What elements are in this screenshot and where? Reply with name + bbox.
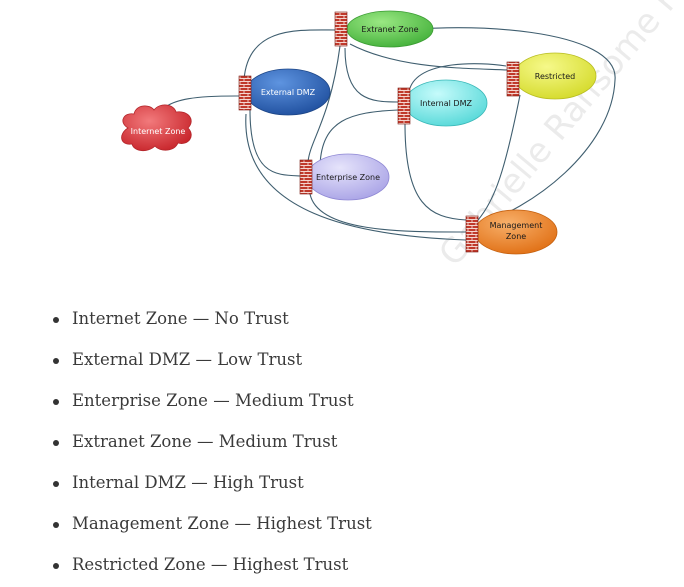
link-internaldmz-management — [404, 123, 467, 221]
firewalls — [238, 11, 520, 253]
firewall-icon — [299, 159, 313, 195]
firewall-icon — [506, 61, 520, 97]
link-restricted-management — [477, 94, 521, 221]
link-enterprise-management — [309, 193, 467, 233]
network-zone-diagram: Gabrielle Ransome Full Rights Internet Z… — [121, 0, 684, 274]
link-extranet-enterprise — [307, 45, 341, 163]
internal-dmz-label: Internal DMZ — [420, 99, 472, 108]
link-extdmz-extranet — [243, 29, 339, 81]
list-item: Restricted Zone — Highest Trust — [48, 546, 372, 587]
extranet-zone-node: Extranet Zone — [346, 10, 434, 48]
firewall-icon — [238, 75, 252, 111]
firewall-icon — [397, 87, 411, 125]
management-zone-label-line2: Zone — [506, 232, 526, 241]
internal-dmz-node: Internal DMZ — [404, 79, 488, 127]
list-item: External DMZ — Low Trust — [48, 341, 372, 382]
management-zone-label-line1: Management — [490, 221, 543, 230]
firewall-icon — [465, 215, 479, 253]
list-item: Internet Zone — No Trust — [48, 300, 372, 341]
firewall-icon — [334, 11, 348, 47]
list-item: Management Zone — Highest Trust — [48, 505, 372, 546]
list-item: Enterprise Zone — Medium Trust — [48, 382, 372, 423]
enterprise-zone-node: Enterprise Zone — [306, 153, 390, 201]
link-internaldmz-enterprise — [319, 109, 399, 166]
external-dmz-label: External DMZ — [261, 88, 316, 97]
link-extdmz-enterprise — [249, 109, 301, 177]
list-item: Extranet Zone — Medium Trust — [48, 423, 372, 464]
connector-lines — [159, 27, 616, 241]
link-extranet-restricted — [349, 43, 509, 71]
link-extranet-internaldmz — [344, 47, 399, 103]
list-item: Internal DMZ — High Trust — [48, 464, 372, 505]
zone-trust-list: Internet Zone — No Trust External DMZ — … — [48, 300, 372, 587]
external-dmz-node: External DMZ — [245, 68, 331, 116]
restricted-zone-label: Restricted — [535, 72, 575, 81]
link-internaldmz-restricted — [409, 63, 507, 89]
link-extranet-management-outer — [359, 27, 616, 226]
extranet-zone-label: Extranet Zone — [361, 25, 418, 34]
internet-zone-label: Internet Zone — [131, 127, 186, 136]
enterprise-zone-label: Enterprise Zone — [316, 173, 380, 182]
link-extdmz-management — [245, 113, 467, 241]
internet-zone-node: Internet Zone — [121, 104, 192, 152]
management-zone-node: Management Zone — [474, 209, 558, 255]
restricted-zone-node: Restricted — [513, 52, 597, 100]
